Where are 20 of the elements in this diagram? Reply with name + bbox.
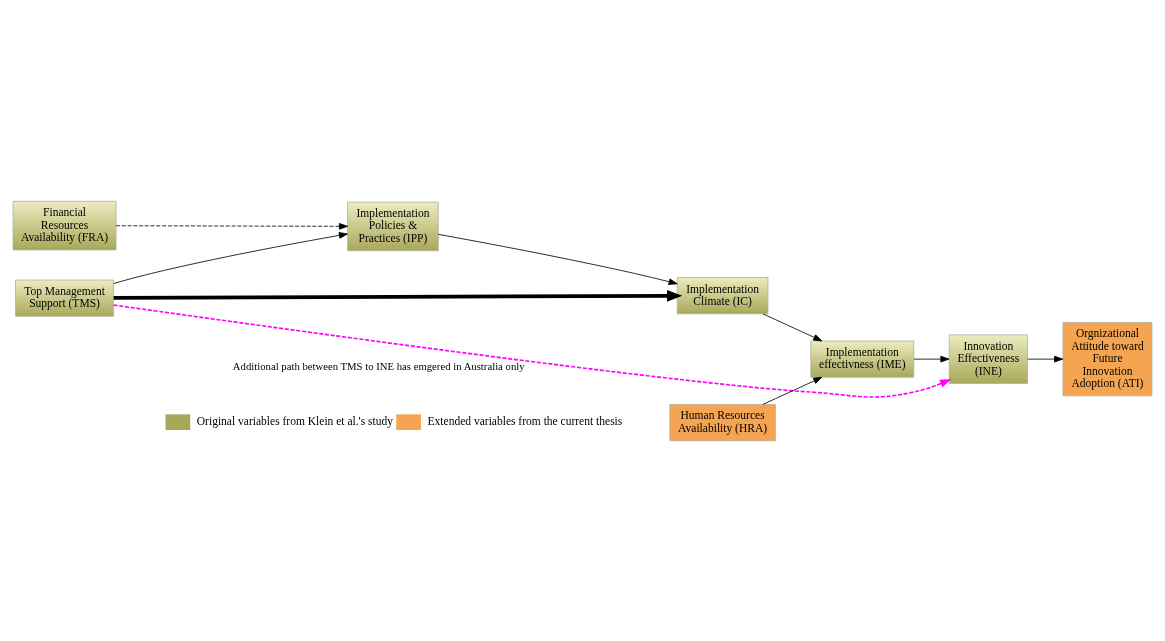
node-box: Financial Resources Availability (FRA) bbox=[12, 200, 117, 250]
arrow bbox=[113, 289, 683, 302]
arrow bbox=[115, 222, 349, 230]
arrow bbox=[762, 312, 823, 341]
edge-label: Additional path between TMS to INE has emgered in Australia only bbox=[232, 359, 525, 372]
node-box: Implementation effectivness (IME) bbox=[810, 340, 915, 378]
node-box: Top Management Support (TMS) bbox=[15, 279, 114, 317]
arrow bbox=[437, 233, 678, 285]
arrow bbox=[913, 355, 950, 362]
legend-label: Original variables from Klein et al.'s study bbox=[196, 414, 394, 427]
node-box: Innovation Effectiveness (INE) bbox=[948, 333, 1028, 384]
node-box: Orgnizational Attitude toward Future Innovation Adoption (ATI) bbox=[1062, 321, 1153, 396]
node-box: Implementation Policies & Practices (IPP) bbox=[347, 201, 439, 251]
legend-label: Extended variables from the current thesis bbox=[427, 414, 623, 427]
node-box: Human Resources Availability (HRA) bbox=[669, 403, 776, 441]
arrow bbox=[113, 231, 348, 284]
node-box: Implementation Climate (IC) bbox=[676, 276, 769, 314]
arrow bbox=[762, 376, 823, 405]
arrow bbox=[112, 303, 952, 398]
arrow bbox=[1027, 355, 1064, 362]
